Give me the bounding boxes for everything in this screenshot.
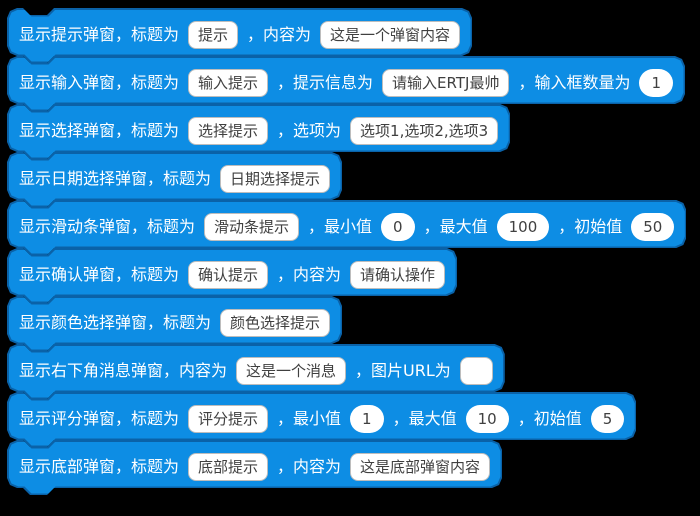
block-show-select[interactable]: 显示选择弹窗，标题为选择提示 ，选项为选项1,选项2,选项3 — [7, 104, 510, 159]
min-value-input[interactable]: 0 — [381, 213, 415, 241]
max-value-input[interactable]: 100 — [497, 213, 550, 241]
block-label: ，图片URL为 — [355, 361, 451, 380]
title-input[interactable]: 日期选择提示 — [220, 165, 330, 193]
block-label: ，初始值 — [558, 217, 623, 236]
block-label: ，内容为 — [247, 25, 312, 44]
block-label: 显示颜色选择弹窗，标题为 — [19, 313, 212, 332]
block-label: ，选项为 — [277, 121, 342, 140]
block-label: ，内容为 — [277, 457, 342, 476]
block-label: ，最大值 — [423, 217, 488, 236]
block-show-confirm[interactable]: 显示确认弹窗，标题为确认提示 ，内容为请确认操作 — [7, 248, 457, 303]
content-input[interactable]: 这是一个消息 — [236, 357, 346, 385]
block-label: 显示评分弹窗，标题为 — [19, 409, 180, 428]
block-show-corner-message[interactable]: 显示右下角消息弹窗，内容为这是一个消息 ，图片URL为 — [7, 344, 505, 399]
blocks-canvas[interactable]: 显示提示弹窗，标题为提示，内容为这是一个弹窗内容显示输入弹窗，标题为输入提示，提… — [0, 8, 700, 516]
block-label: ，内容为 — [277, 265, 342, 284]
max-value-input[interactable]: 10 — [466, 405, 509, 433]
options-input[interactable]: 选项1,选项2,选项3 — [350, 117, 498, 145]
block-show-date-picker[interactable]: 显示日期选择弹窗，标题为日期选择提示 — [7, 152, 342, 207]
block-show-rating[interactable]: 显示评分弹窗，标题为评分提示 ，最小值 1 ，最大值 10 ，初始值 5 — [7, 392, 636, 447]
title-input[interactable]: 输入提示 — [188, 69, 268, 97]
block-label: 显示日期选择弹窗，标题为 — [19, 169, 212, 188]
block-shape — [9, 58, 684, 110]
title-input[interactable]: 提示 — [188, 21, 238, 49]
block-show-alert[interactable]: 显示提示弹窗，标题为提示 ，内容为这是一个弹窗内容 — [7, 8, 472, 63]
min-value-input[interactable]: 1 — [350, 405, 384, 433]
block-show-slider[interactable]: 显示滑动条弹窗，标题为滑动条提示 ，最小值 0 ，最大值 100 ，初始值 50 — [7, 200, 686, 255]
block-label: 显示底部弹窗，标题为 — [19, 457, 180, 476]
title-input[interactable]: 确认提示 — [188, 261, 268, 289]
block-show-bottom-sheet[interactable]: 显示底部弹窗，标题为底部提示 ，内容为这是底部弹窗内容 — [7, 440, 502, 495]
initial-value-input[interactable]: 5 — [591, 405, 625, 433]
block-label: 显示滑动条弹窗，标题为 — [19, 217, 196, 236]
title-input[interactable]: 底部提示 — [188, 453, 268, 481]
block-label: ，最大值 — [392, 409, 457, 428]
block-label: ，初始值 — [517, 409, 582, 428]
content-input[interactable]: 这是一个弹窗内容 — [320, 21, 460, 49]
title-input[interactable]: 选择提示 — [188, 117, 268, 145]
block-label: 显示右下角消息弹窗，内容为 — [19, 361, 228, 380]
block-show-input[interactable]: 显示输入弹窗，标题为输入提示 ，提示信息为请输入ERTJ最帅 ，输入框数量为 1 — [7, 56, 685, 111]
block-label: 显示选择弹窗，标题为 — [19, 121, 180, 140]
content-input[interactable]: 请确认操作 — [350, 261, 445, 289]
block-label: 显示确认弹窗，标题为 — [19, 265, 180, 284]
image-url-input[interactable] — [460, 357, 493, 385]
block-label: 显示输入弹窗，标题为 — [19, 73, 180, 92]
title-input[interactable]: 评分提示 — [188, 405, 268, 433]
initial-value-input[interactable]: 50 — [631, 213, 674, 241]
block-label: ，最小值 — [277, 409, 342, 428]
block-label: ，提示信息为 — [277, 73, 374, 92]
block-shape — [9, 202, 685, 254]
title-input[interactable]: 颜色选择提示 — [220, 309, 330, 337]
title-input[interactable]: 滑动条提示 — [204, 213, 299, 241]
block-shape — [9, 394, 635, 446]
block-label: 显示提示弹窗，标题为 — [19, 25, 180, 44]
content-input[interactable]: 这是底部弹窗内容 — [350, 453, 490, 481]
block-show-color-picker[interactable]: 显示颜色选择弹窗，标题为颜色选择提示 — [7, 296, 342, 351]
block-label: ，最小值 — [308, 217, 373, 236]
message-input[interactable]: 请输入ERTJ最帅 — [382, 69, 509, 97]
input-count-input[interactable]: 1 — [639, 69, 673, 97]
block-label: ，输入框数量为 — [518, 73, 631, 92]
